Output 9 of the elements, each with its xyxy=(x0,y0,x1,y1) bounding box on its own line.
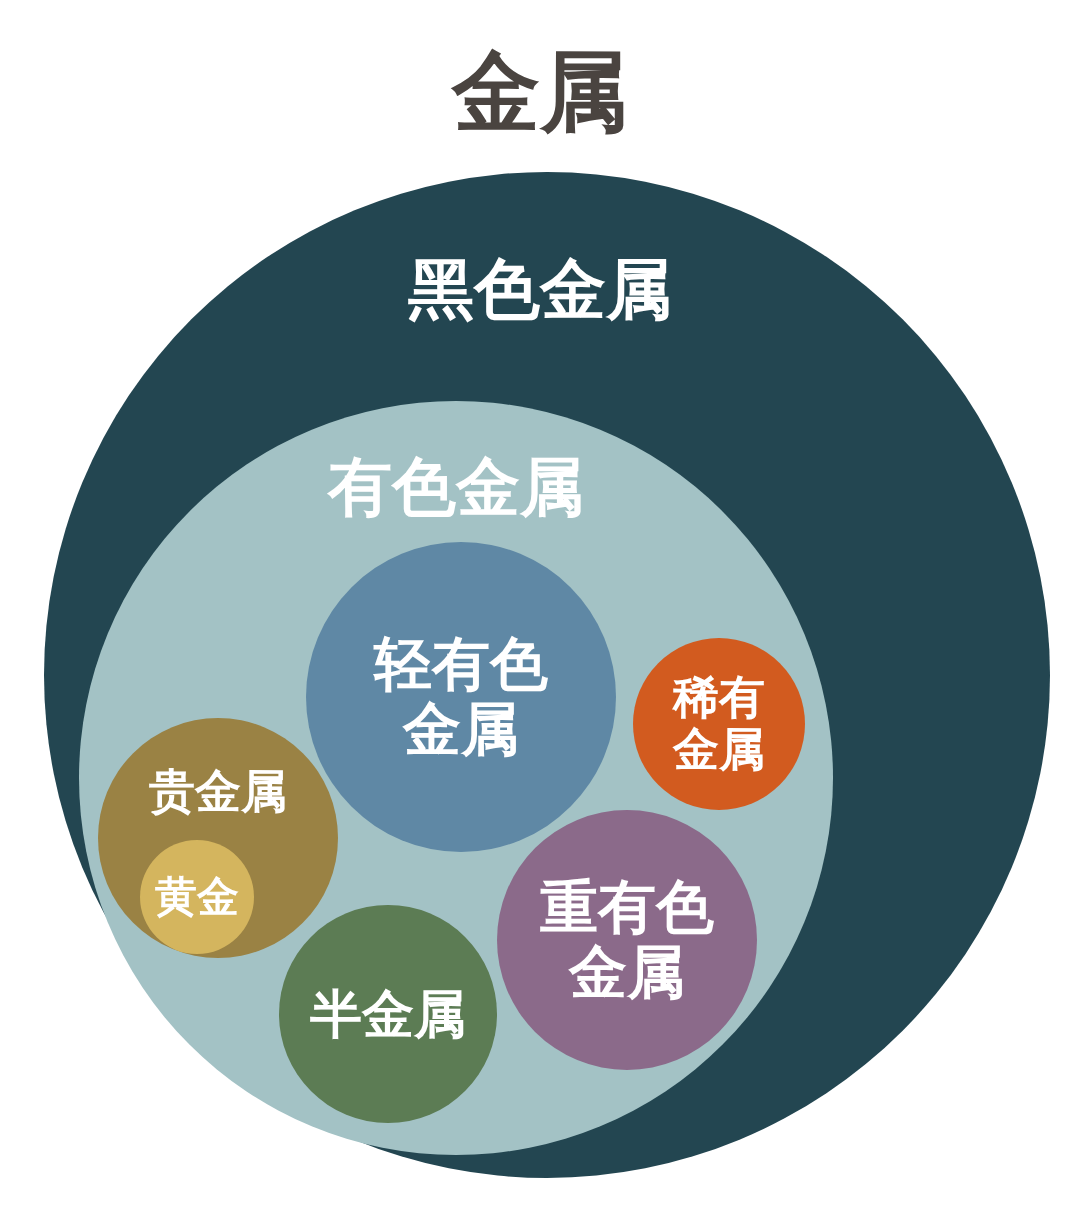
category-label: 重有色金属 xyxy=(539,875,715,1005)
category-label: 黑色金属 xyxy=(408,253,672,327)
category-label: 轻有色金属 xyxy=(372,632,549,762)
title: 金属 xyxy=(450,44,629,141)
category-label: 半金属 xyxy=(310,984,466,1044)
category-label: 稀有金属 xyxy=(671,672,766,776)
category-label: 贵金属 xyxy=(149,766,287,818)
category-label: 有色金属 xyxy=(328,452,584,524)
category-label: 黄金 xyxy=(155,873,239,921)
